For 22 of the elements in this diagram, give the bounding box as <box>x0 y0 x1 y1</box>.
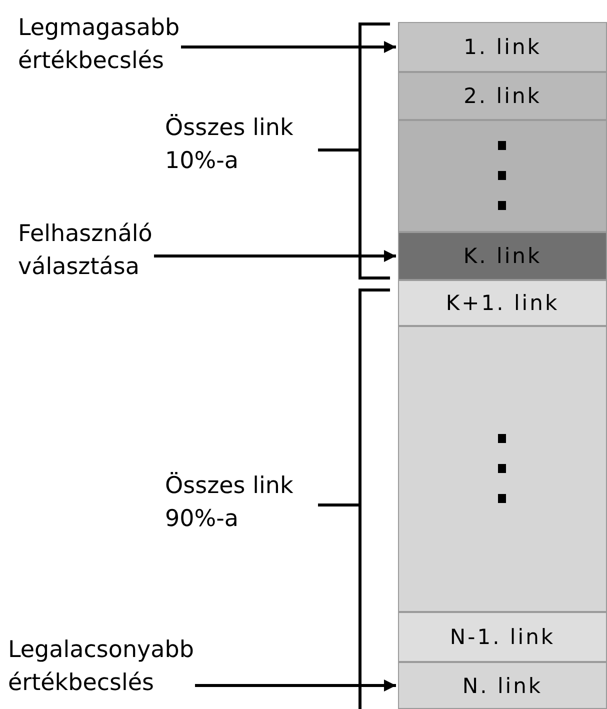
link-row <box>398 280 607 326</box>
link-row <box>398 662 607 709</box>
link-row <box>398 232 607 280</box>
arrow <box>195 680 396 692</box>
annotation-text: Felhasználó választása <box>18 218 154 284</box>
link-row <box>398 612 607 662</box>
row-label: K. link <box>463 244 542 268</box>
row-label: N. link <box>462 674 543 698</box>
row-label: 1. link <box>464 35 542 59</box>
row-label: K+1. link <box>446 291 560 315</box>
link-row <box>398 22 607 72</box>
annotation-text: Legalacsonyabb értékbecslés <box>8 634 195 700</box>
row-label: 2. link <box>464 84 542 108</box>
link-row <box>398 72 607 120</box>
arrow <box>154 250 396 262</box>
link-row <box>398 120 607 232</box>
arrow <box>181 41 396 53</box>
bracket-label: Összes link 10%-a <box>165 113 294 176</box>
bracket-label: Összes link 90%-a <box>165 471 294 534</box>
row-label: N-1. link <box>450 625 556 649</box>
annotation-text: Legmagasabb értékbecslés <box>18 12 181 78</box>
link-row <box>398 326 607 612</box>
